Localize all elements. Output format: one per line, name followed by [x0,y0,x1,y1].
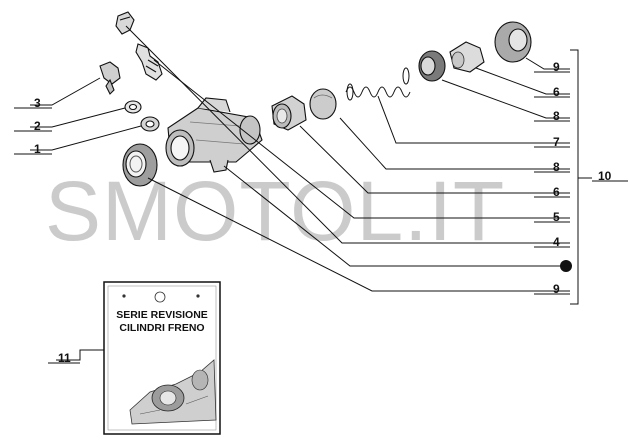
callout-6-mid: 6 [553,185,560,199]
callout-1: 1 [34,142,41,156]
callout-9-top: 9 [553,60,560,74]
piston-top-part [418,50,446,82]
piston-part [271,95,307,131]
callout-5: 5 [553,210,560,224]
bolt-part [99,61,121,95]
callout-9-bottom: 9 [553,282,560,296]
group-label-10: 10 [598,169,612,183]
callout-8-mid: 8 [553,160,560,174]
washer-part [124,100,142,114]
leader-lines [30,25,592,361]
callout-2: 2 [34,119,41,133]
watermark: SMOTOL.IT [45,164,505,258]
bleed-valve-part [135,43,163,81]
cup-seal-part [309,88,337,120]
callout-8-top: 8 [553,109,560,123]
dust-cap-left-part [122,143,158,187]
callout-11: 11 [58,351,71,365]
brake-cylinder-body [165,97,263,173]
repair-kit-card: SERIE REVISIONE CILINDRI FRENO [103,281,221,435]
callout-4: 4 [553,235,560,249]
kit-title-line2: CILINDRI FRENO [119,322,204,334]
callout-7: 7 [553,135,560,149]
spring-part [345,67,411,101]
kit-logo-icon [154,291,166,303]
callout-6-top: 6 [553,85,560,99]
cup-seal-top-part [449,41,485,73]
kit-title-line1: SERIE REVISIONE [116,309,208,321]
callout-underlines [14,71,628,364]
dust-cap-right-part [494,21,532,63]
callout-3: 3 [34,96,41,110]
kit-illustration [129,359,217,425]
ring-part [140,116,160,132]
callout-dot [560,260,572,272]
